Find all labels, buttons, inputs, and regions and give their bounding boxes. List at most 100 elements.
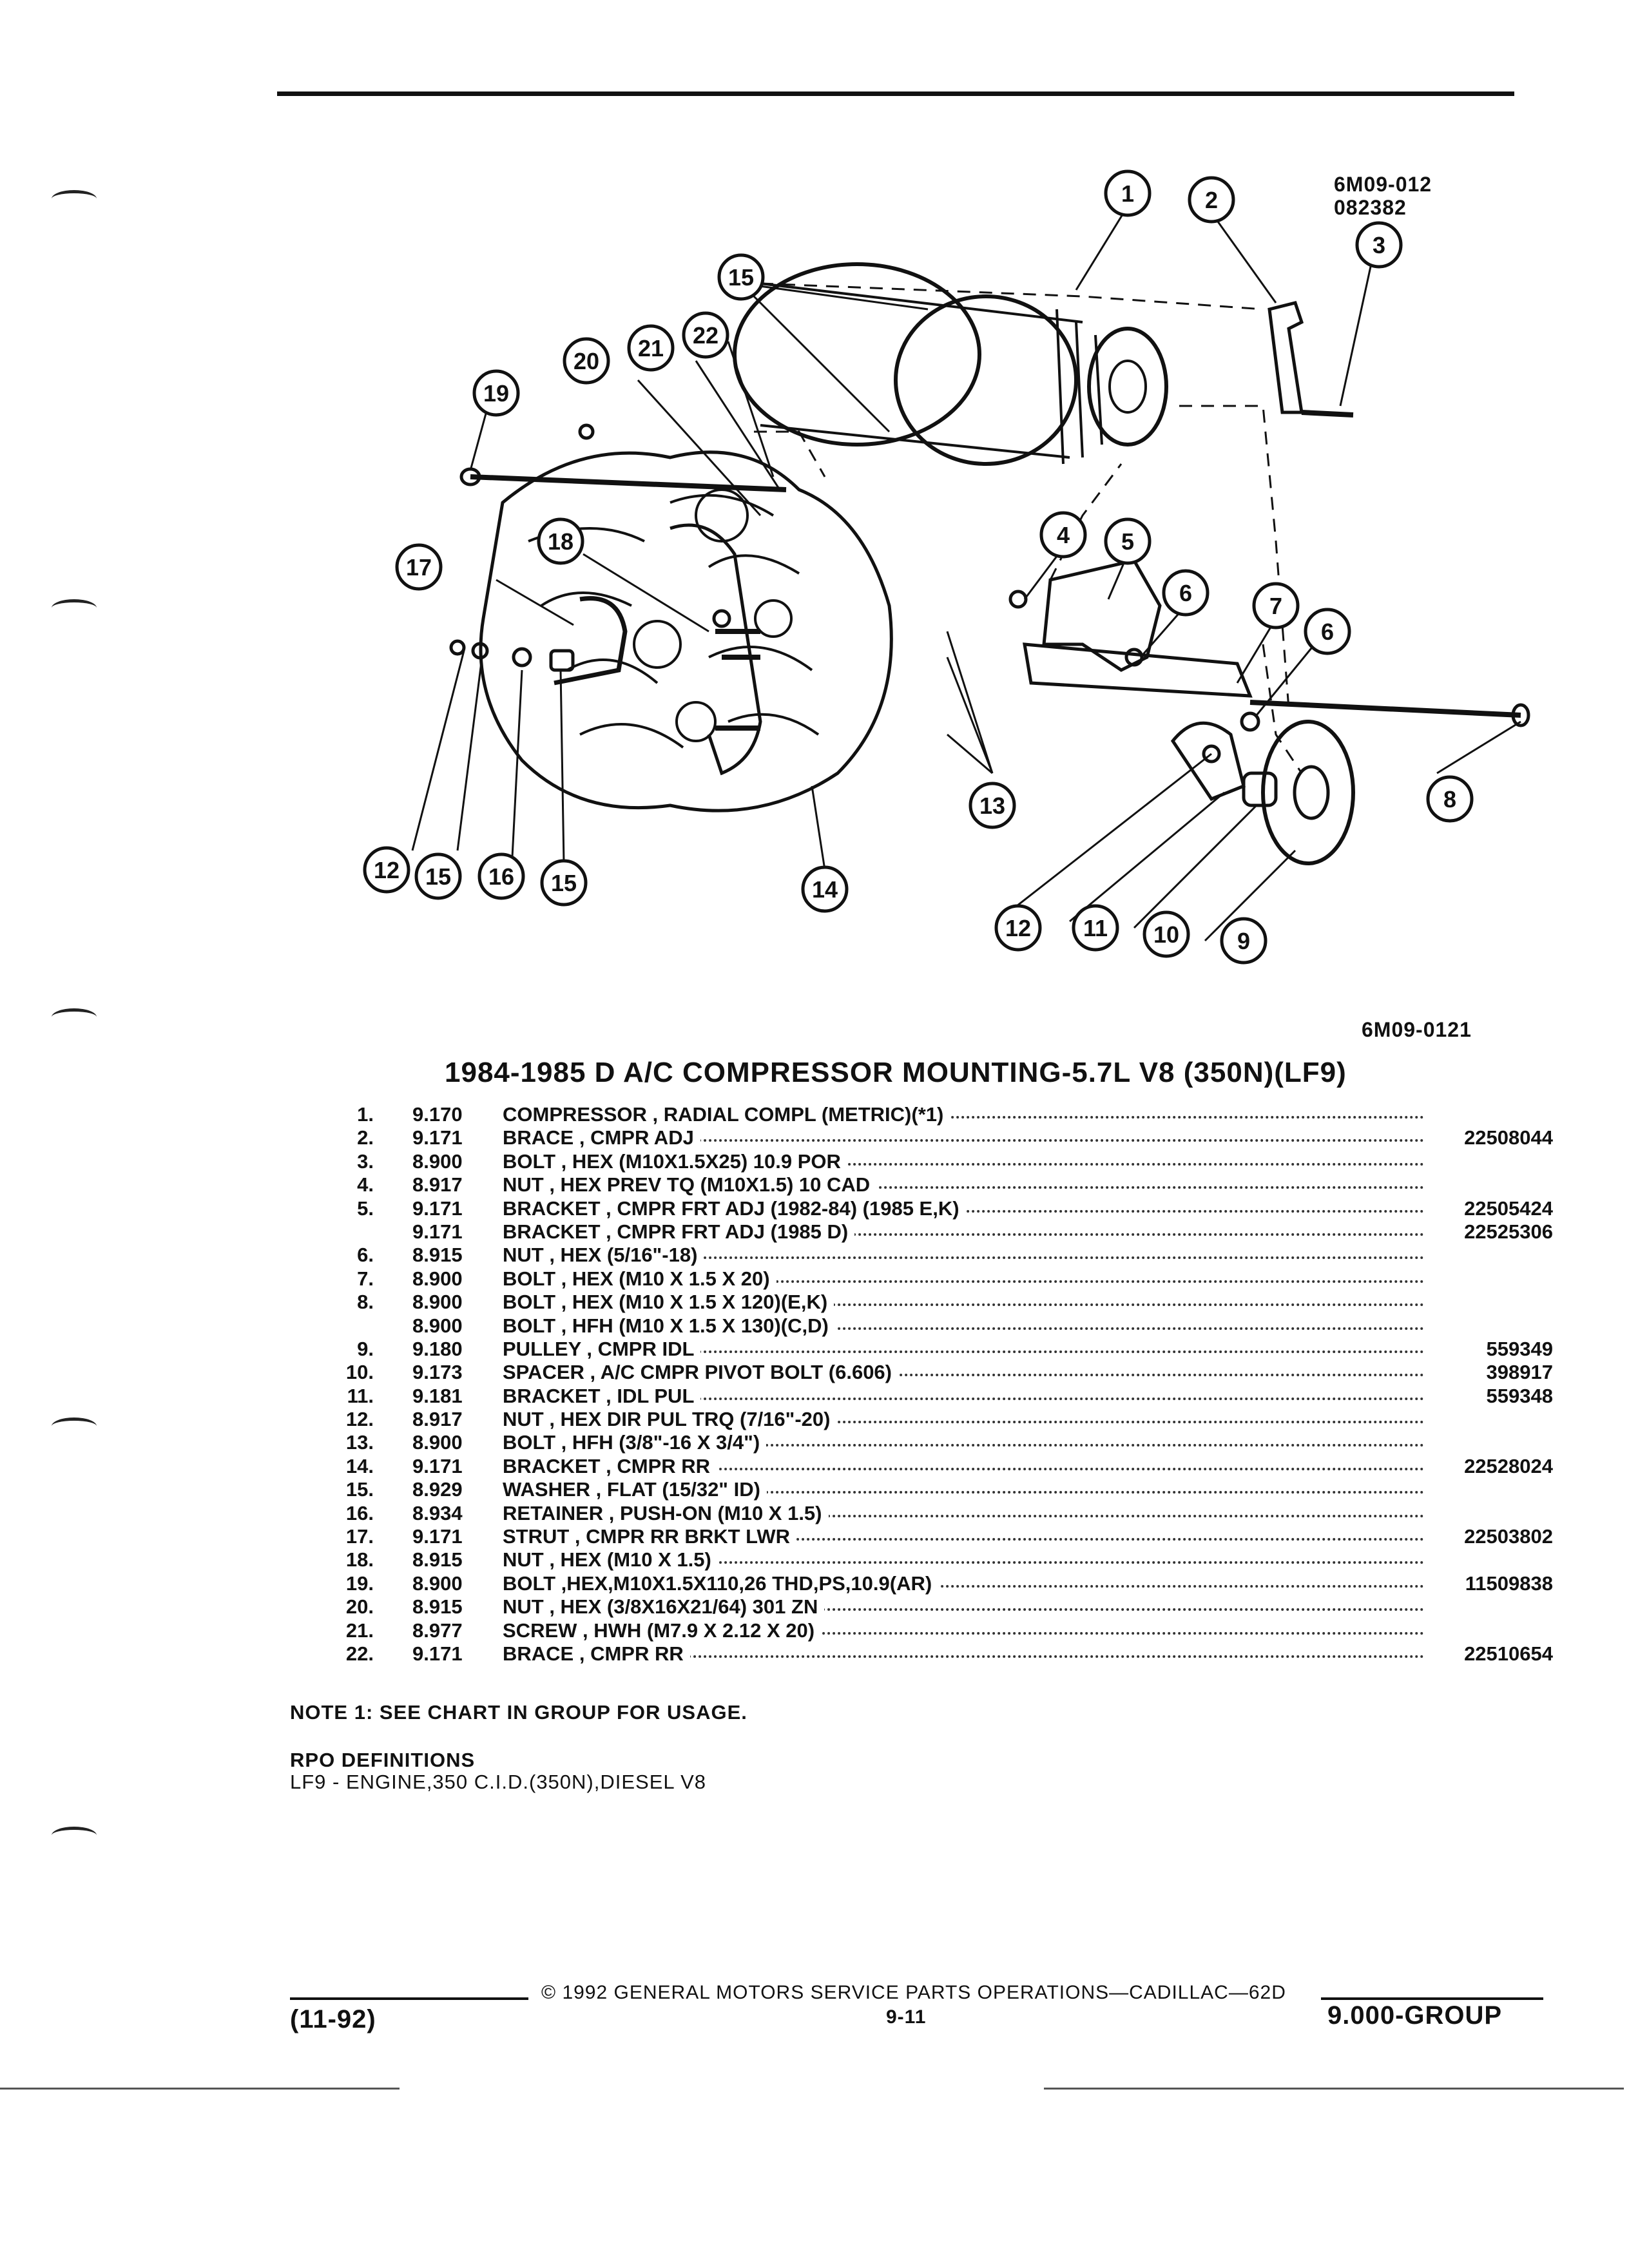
leader-dots bbox=[503, 1327, 1424, 1330]
callout-4: 4 bbox=[1039, 511, 1087, 559]
item-number: 18. bbox=[345, 1548, 374, 1571]
callout-label: 19 bbox=[483, 380, 509, 407]
leader-dots bbox=[503, 1491, 1424, 1494]
part-description: COMPRESSOR , RADIAL COMPL (METRIC)(*1) bbox=[503, 1103, 950, 1126]
item-number: 10. bbox=[345, 1361, 374, 1384]
leader-dots bbox=[503, 1186, 1424, 1189]
group-number: 8.929 bbox=[412, 1478, 463, 1501]
callout-21: 21 bbox=[627, 324, 675, 372]
copyright-text: © 1992 GENERAL MOTORS SERVICE PARTS OPER… bbox=[541, 1982, 1286, 2003]
leader-dots bbox=[503, 1444, 1424, 1447]
leader-dots bbox=[503, 1631, 1424, 1635]
callout-12: 12 bbox=[363, 846, 410, 894]
callout-6: 6 bbox=[1304, 608, 1351, 655]
leader-dots bbox=[503, 1303, 1424, 1307]
item-number: 3. bbox=[357, 1149, 374, 1173]
header-rule bbox=[277, 91, 1514, 96]
ref-code-1: 6M09-012 bbox=[1334, 173, 1432, 196]
leader-dots bbox=[503, 1162, 1424, 1166]
part-description: BRACKET , CMPR FRT ADJ (1985 D) bbox=[503, 1220, 855, 1244]
group-number: 8.917 bbox=[412, 1173, 463, 1196]
leader-dots bbox=[503, 1116, 1424, 1119]
callout-15: 15 bbox=[414, 852, 462, 900]
item-number: 11. bbox=[347, 1384, 374, 1407]
callout-label: 10 bbox=[1153, 921, 1179, 948]
group-number: 8.915 bbox=[412, 1548, 463, 1571]
part-number: 559348 bbox=[1486, 1384, 1553, 1407]
group-number: 8.917 bbox=[412, 1408, 463, 1431]
leader-dots bbox=[503, 1514, 1424, 1517]
callout-label: 14 bbox=[812, 876, 838, 903]
note-1: NOTE 1: SEE CHART IN GROUP FOR USAGE. bbox=[290, 1701, 747, 1724]
callout-label: 12 bbox=[1005, 915, 1031, 941]
leader-dots bbox=[503, 1350, 1424, 1353]
callout-18: 18 bbox=[537, 517, 584, 565]
item-number: 4. bbox=[357, 1173, 374, 1196]
callout-label: 9 bbox=[1237, 928, 1250, 954]
callout-label: 2 bbox=[1205, 187, 1218, 213]
callout-16: 16 bbox=[477, 852, 525, 900]
group-number: 9.170 bbox=[412, 1103, 463, 1126]
item-number: 20. bbox=[345, 1595, 374, 1619]
callout-label: 20 bbox=[574, 348, 599, 374]
item-number: 16. bbox=[345, 1501, 374, 1524]
footer-rule-left bbox=[290, 1997, 528, 2000]
part-description: BRACKET , IDL PUL bbox=[503, 1384, 701, 1408]
item-number: 5. bbox=[357, 1196, 374, 1220]
callout-2: 2 bbox=[1188, 176, 1235, 224]
part-description: BRACKET , CMPR RR bbox=[503, 1454, 717, 1478]
callout-7: 7 bbox=[1252, 582, 1300, 629]
part-description: PULLEY , CMPR IDL bbox=[503, 1337, 701, 1361]
group-number: 8.915 bbox=[412, 1244, 463, 1267]
leader-dots bbox=[503, 1233, 1424, 1236]
part-number: 559349 bbox=[1486, 1337, 1553, 1360]
part-description: BRACE , CMPR RR bbox=[503, 1642, 690, 1666]
callout-10: 10 bbox=[1142, 910, 1190, 958]
part-number: 22510654 bbox=[1464, 1642, 1553, 1665]
callout-label: 22 bbox=[693, 322, 718, 349]
item-number: 6. bbox=[357, 1244, 374, 1267]
group-number: 9.171 bbox=[412, 1126, 463, 1149]
group-number: 8.900 bbox=[412, 1267, 463, 1290]
part-number: 22503802 bbox=[1464, 1525, 1553, 1548]
binder-hole-mark bbox=[52, 1418, 97, 1435]
group-number: 8.900 bbox=[412, 1314, 463, 1337]
part-description: NUT , HEX (5/16"-18) bbox=[503, 1244, 704, 1267]
parts-row: 16. 8.934 RETAINER , PUSH-ON (M10 X 1.5) bbox=[335, 1501, 1553, 1525]
group-number: 8.934 bbox=[412, 1501, 463, 1524]
leader-dots bbox=[503, 1139, 1424, 1142]
callout-5: 5 bbox=[1104, 517, 1152, 565]
part-number: 22505424 bbox=[1464, 1196, 1553, 1220]
part-description: NUT , HEX (M10 X 1.5) bbox=[503, 1548, 718, 1572]
figure-code: 6M09-0121 bbox=[1362, 1018, 1472, 1041]
part-description: NUT , HEX DIR PUL TRQ (7/16"-20) bbox=[503, 1408, 837, 1432]
part-description: BOLT , HEX (M10 X 1.5 X 20) bbox=[503, 1267, 776, 1291]
callout-label: 18 bbox=[548, 528, 574, 555]
parts-row: 7. 8.900 BOLT , HEX (M10 X 1.5 X 20) bbox=[335, 1267, 1553, 1291]
part-number: 22528024 bbox=[1464, 1454, 1553, 1477]
leader-dots bbox=[503, 1584, 1424, 1588]
part-description: RETAINER , PUSH-ON (M10 X 1.5) bbox=[503, 1501, 829, 1525]
item-number: 19. bbox=[345, 1571, 374, 1595]
item-number: 7. bbox=[357, 1267, 374, 1290]
callout-label: 4 bbox=[1057, 522, 1070, 548]
leader-dots bbox=[503, 1467, 1424, 1470]
part-description: BOLT , HFH (3/8"-16 X 3/4") bbox=[503, 1431, 767, 1455]
part-number: 11509838 bbox=[1465, 1571, 1553, 1595]
group-number: 9.171 bbox=[412, 1196, 463, 1220]
leader-dots bbox=[503, 1397, 1424, 1400]
callout-20: 20 bbox=[563, 337, 610, 385]
part-description: NUT , HEX PREV TQ (M10X1.5) 10 CAD bbox=[503, 1173, 877, 1197]
part-description: SCREW , HWH (M7.9 X 2.12 X 20) bbox=[503, 1619, 822, 1642]
part-description: BRACE , CMPR ADJ bbox=[503, 1126, 700, 1150]
